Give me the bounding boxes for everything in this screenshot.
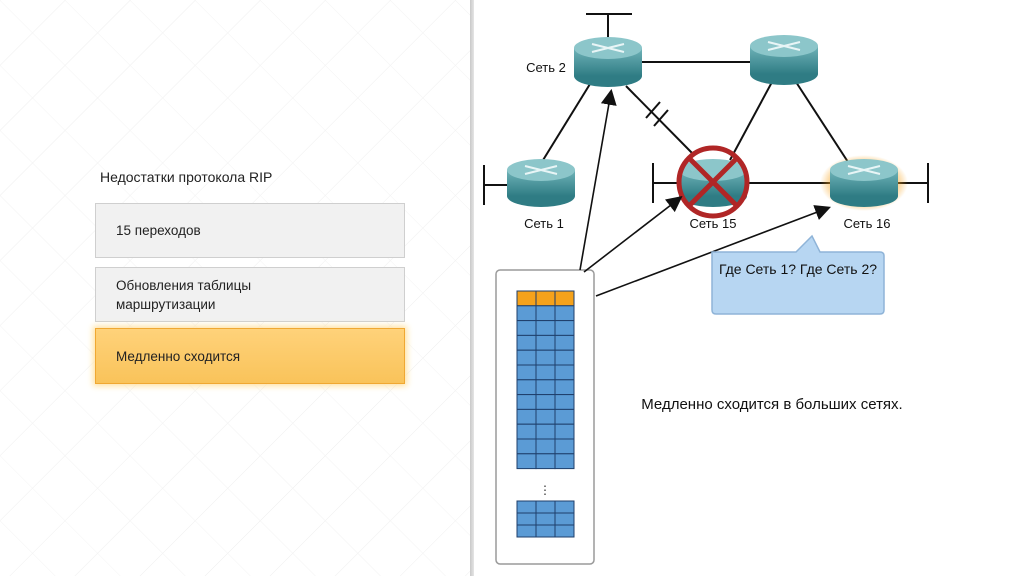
table-cell — [516, 290, 537, 307]
table-cell — [516, 305, 537, 322]
item-label: 15 переходов — [116, 223, 201, 238]
item-routing-table-updates[interactable]: Обновления таблицы маршрутизации — [95, 267, 405, 322]
table-cell — [535, 364, 556, 381]
table-cell — [554, 349, 575, 366]
table-cell — [516, 453, 537, 470]
table-cell — [554, 305, 575, 322]
table-cell — [516, 500, 537, 514]
table-cell — [554, 524, 575, 538]
router-label: Сеть 16 — [844, 216, 891, 231]
routing-table-rows — [516, 290, 575, 470]
table-cell — [535, 334, 556, 351]
table-cell — [516, 438, 537, 455]
item-hop-limit[interactable]: 15 переходов — [95, 203, 405, 258]
router-network-16 — [820, 155, 908, 211]
table-cell — [516, 408, 537, 425]
router-network-1 — [507, 159, 575, 207]
router-top-right — [750, 35, 818, 85]
table-cell — [554, 423, 575, 440]
table-cell — [554, 438, 575, 455]
item-label: Медленно сходится — [116, 348, 241, 364]
router-label: Сеть 1 — [524, 216, 564, 231]
router-label: Сеть 15 — [690, 216, 737, 231]
table-cell — [535, 408, 556, 425]
item-slow-convergence[interactable]: Медленно сходится — [95, 328, 405, 384]
table-cell — [535, 512, 556, 526]
table-cell — [516, 379, 537, 396]
bubble-text: Где Сеть 1? Где Сеть 2? — [718, 261, 878, 277]
router-label: Сеть 2 — [526, 60, 566, 75]
table-cell — [535, 438, 556, 455]
table-cell — [516, 512, 537, 526]
diagram-caption: Медленно сходится в больших сетях. — [641, 396, 903, 413]
table-cell — [535, 320, 556, 336]
ellipsis-icon: ⋮ — [539, 483, 551, 497]
table-cell — [535, 524, 556, 538]
table-cell — [516, 334, 537, 351]
table-cell — [535, 453, 556, 470]
routing-table-panel: ⋮ — [495, 269, 595, 565]
table-cell — [535, 379, 556, 396]
table-cell — [535, 349, 556, 366]
table-cell — [535, 290, 556, 307]
failed-router-icon — [676, 145, 750, 219]
panel-divider — [470, 0, 474, 576]
list-heading: Недостатки протокола RIP — [100, 169, 273, 185]
table-cell — [554, 290, 575, 307]
table-cell — [535, 394, 556, 410]
table-cell — [554, 512, 575, 526]
table-cell — [535, 423, 556, 440]
table-cell — [554, 320, 575, 336]
table-cell — [554, 394, 575, 410]
table-cell — [516, 524, 537, 538]
table-cell — [516, 394, 537, 410]
table-cell — [516, 349, 537, 366]
table-cell — [535, 305, 556, 322]
table-cell — [554, 453, 575, 470]
table-cell — [554, 364, 575, 381]
table-cell — [516, 320, 537, 336]
table-cell — [554, 379, 575, 396]
routing-table-rows-bottom — [516, 500, 575, 538]
table-cell — [554, 500, 575, 514]
table-cell — [554, 334, 575, 351]
speech-bubble — [711, 234, 885, 315]
table-cell — [554, 408, 575, 425]
table-cell — [516, 364, 537, 381]
table-cell — [516, 423, 537, 440]
item-label: Обновления таблицы маршрутизации — [116, 277, 252, 312]
broken-link-icon — [645, 101, 669, 127]
table-cell — [535, 500, 556, 514]
router-network-2 — [574, 37, 642, 87]
